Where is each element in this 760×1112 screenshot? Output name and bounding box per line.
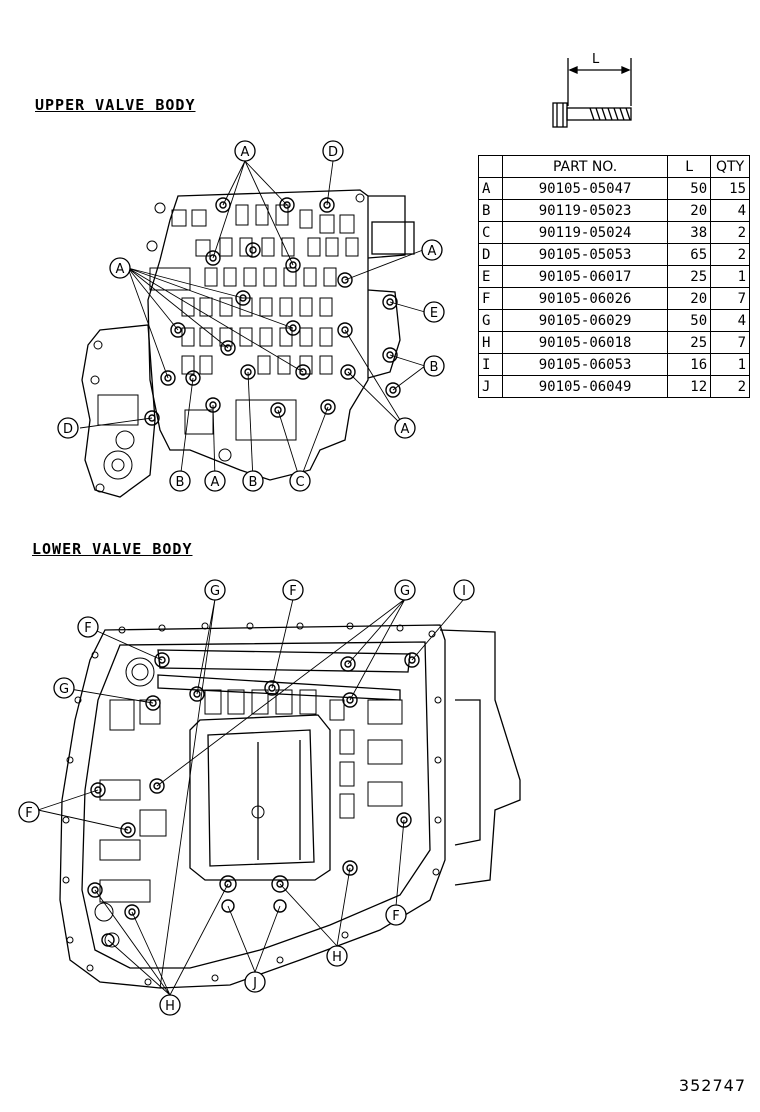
callout-label: D xyxy=(328,145,338,160)
row-qty: 1 xyxy=(710,265,750,288)
row-qty: 4 xyxy=(710,199,750,222)
callout-label: F xyxy=(392,909,399,924)
callout-label: A xyxy=(116,262,125,277)
row-part-no: 90119-05024 xyxy=(502,221,669,244)
row-length: 12 xyxy=(667,375,712,398)
lower-valve-body-title: LOWER VALVE BODY xyxy=(32,540,193,558)
row-code: E xyxy=(477,265,504,288)
row-code: H xyxy=(477,331,504,354)
row-length: 50 xyxy=(667,177,712,200)
row-part-no: 90105-06053 xyxy=(502,353,669,376)
callout-label: C xyxy=(295,475,304,490)
row-qty: 1 xyxy=(710,353,750,376)
callout-label: G xyxy=(210,584,220,599)
row-length: 20 xyxy=(667,199,712,222)
callout-label: G xyxy=(59,682,69,697)
lower-valve-body-drawing xyxy=(18,579,521,1016)
row-part-no: 90105-06017 xyxy=(502,265,669,288)
row-length: 20 xyxy=(667,287,712,310)
callout-label: D xyxy=(63,422,73,437)
row-code: G xyxy=(477,309,504,332)
row-part-no: 90105-06026 xyxy=(502,287,669,310)
callout-label: A xyxy=(428,244,437,259)
callout-label: H xyxy=(165,999,175,1014)
row-code: A xyxy=(477,177,504,200)
row-length: 50 xyxy=(667,309,712,332)
header-code xyxy=(477,155,504,178)
callout-label: H xyxy=(332,950,342,965)
row-code: C xyxy=(477,221,504,244)
header-qty: QTY xyxy=(710,155,750,178)
row-code: B xyxy=(477,199,504,222)
row-code: J xyxy=(477,375,504,398)
row-qty: 7 xyxy=(710,331,750,354)
row-length: 16 xyxy=(667,353,712,376)
row-qty: 2 xyxy=(710,375,750,398)
callout-label: F xyxy=(25,806,32,821)
callout-label: G xyxy=(400,584,410,599)
row-code: F xyxy=(477,287,504,310)
callout-label: A xyxy=(241,145,250,160)
row-part-no: 90105-06049 xyxy=(502,375,669,398)
callout-label: B xyxy=(430,360,439,375)
row-length: 38 xyxy=(667,221,712,244)
row-length: 25 xyxy=(667,265,712,288)
callout-label: A xyxy=(401,422,410,437)
row-qty: 2 xyxy=(710,243,750,266)
row-part-no: 90105-06029 xyxy=(502,309,669,332)
row-code: D xyxy=(477,243,504,266)
row-qty: 4 xyxy=(710,309,750,332)
upper-valve-body-title: UPPER VALVE BODY xyxy=(35,96,196,114)
document-number: 352747 xyxy=(678,1076,746,1095)
callout-label: B xyxy=(249,475,258,490)
header-part-no: PART NO. xyxy=(502,155,669,178)
row-length: 25 xyxy=(667,331,712,354)
row-part-no: 90105-06018 xyxy=(502,331,669,354)
callout-label: B xyxy=(176,475,185,490)
row-code: I xyxy=(477,353,504,376)
callout-label: J xyxy=(252,976,257,991)
row-length: 65 xyxy=(667,243,712,266)
bolt-icon xyxy=(552,58,632,128)
upper-valve-body-drawing xyxy=(57,140,445,498)
callout-label: A xyxy=(211,475,220,490)
row-part-no: 90105-05047 xyxy=(502,177,669,200)
callout-label: I xyxy=(462,584,466,599)
row-qty: 7 xyxy=(710,287,750,310)
callout-label: E xyxy=(430,306,438,321)
row-qty: 2 xyxy=(710,221,750,244)
callout-label: F xyxy=(289,584,296,599)
callout-label: F xyxy=(84,621,91,636)
row-part-no: 90119-05023 xyxy=(502,199,669,222)
row-qty: 15 xyxy=(710,177,750,200)
bolt-length-label: L xyxy=(592,52,600,67)
header-length: L xyxy=(667,155,712,178)
row-part-no: 90105-05053 xyxy=(502,243,669,266)
table-header-row: PART NO. L QTY xyxy=(477,155,750,178)
